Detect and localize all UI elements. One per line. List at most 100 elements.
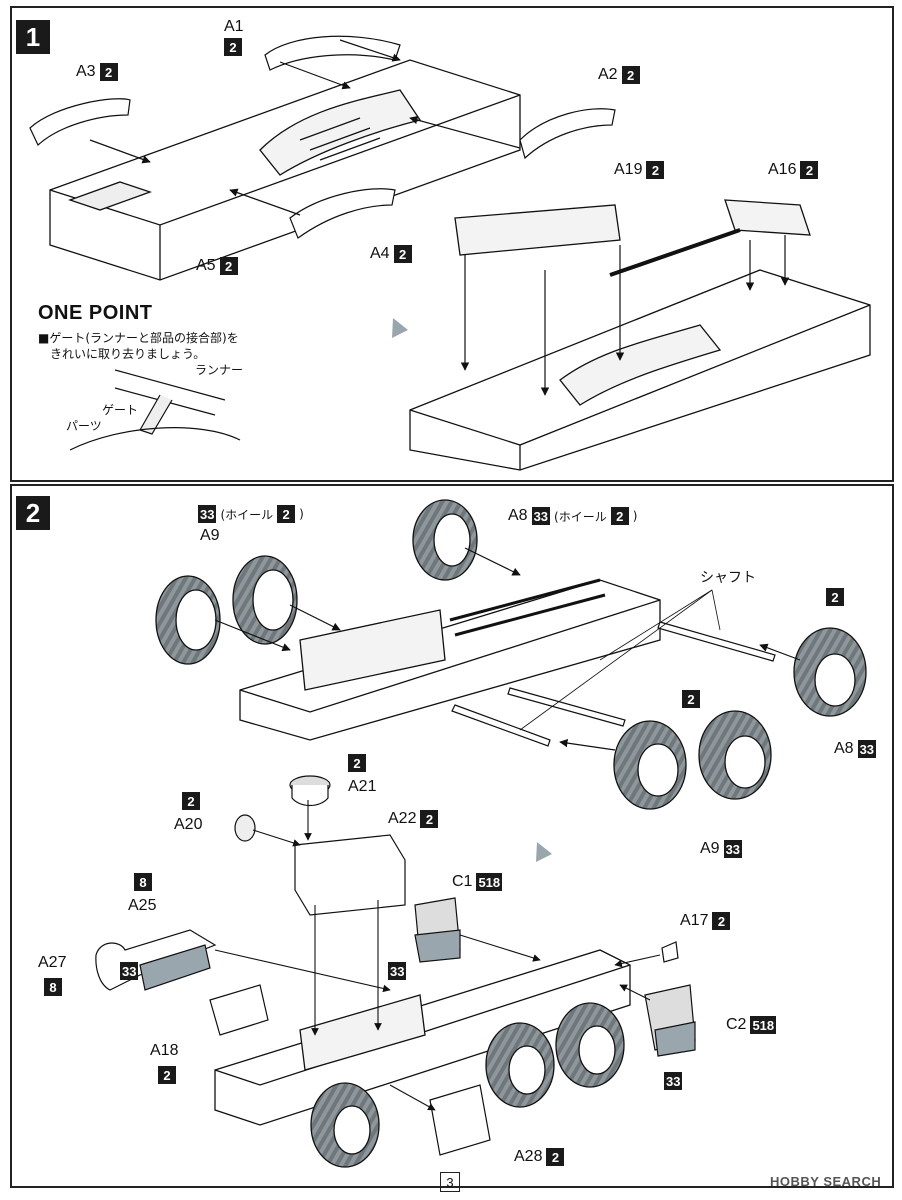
- part-number: A9: [700, 840, 720, 857]
- quantity-badge: 2: [219, 257, 238, 275]
- wheel-text: (ホイール: [220, 507, 274, 522]
- part-number: A3: [76, 63, 96, 80]
- quantity-badge: 2: [646, 161, 665, 179]
- label-a9-top: A9: [200, 527, 220, 545]
- label-a5: A5 2: [196, 257, 238, 275]
- step1-frame: [49, 59, 521, 281]
- quantity-badge: 2: [348, 754, 366, 772]
- label-a1: A1 2: [224, 18, 244, 56]
- color-badge: 518: [476, 873, 503, 891]
- step2-lower-wheels: [310, 1002, 625, 1168]
- color-badge: 33: [120, 962, 139, 980]
- part-number: A2: [598, 66, 618, 83]
- step2-arrow-down: [536, 842, 552, 862]
- quantity-badge: 8: [134, 873, 152, 891]
- quantity-badge: 2: [393, 245, 412, 263]
- quantity-badge: 2: [546, 1148, 565, 1166]
- part-number: A22: [388, 810, 417, 827]
- label-a20: 2 A20: [174, 792, 202, 834]
- label-a21: 2 A21: [348, 754, 376, 796]
- page-number: 3: [440, 1172, 460, 1192]
- part-number: C1: [452, 873, 473, 890]
- label-a17: A17 2: [680, 912, 731, 930]
- step1-assembled-frame: [409, 199, 871, 471]
- watermark-text: HOBBY SEARCH: [770, 1174, 882, 1189]
- step-2-panel: [10, 484, 894, 1188]
- part-number: A1: [224, 18, 244, 35]
- label-a16: A16 2: [768, 161, 819, 179]
- label-a18: A18 2: [150, 1042, 178, 1084]
- part-number: A16: [768, 161, 797, 178]
- onepoint-parts-label: パーツ: [66, 419, 102, 433]
- part-number: A27: [38, 954, 67, 971]
- step2-chassis-lower: [214, 949, 631, 1126]
- part-number: A8: [508, 507, 528, 524]
- label-a2: A2 2: [598, 66, 640, 84]
- color-badge: 33: [198, 505, 217, 523]
- label-a4: A4 2: [370, 245, 412, 263]
- part-number: A18: [150, 1042, 179, 1059]
- onepoint-title: ONE POINT: [38, 302, 153, 324]
- label-a19: A19 2: [614, 161, 665, 179]
- color-badge: 518: [750, 1016, 777, 1034]
- onepoint-line-2: きれいに取り去りましょう。: [50, 347, 206, 361]
- label-muffler-color: 33: [120, 962, 139, 980]
- quantity-badge: 2: [277, 505, 296, 523]
- onepoint-line-1: ■ゲート(ランナーと部品の接合部)を: [38, 331, 239, 345]
- label-wheel-note-left: 33 (ホイール 2 ): [198, 505, 304, 523]
- step2-shafts: [451, 621, 776, 747]
- quantity-badge: 2: [682, 690, 700, 708]
- quantity-badge: 2: [826, 588, 844, 606]
- label-right-qty: 2: [826, 588, 844, 606]
- part-number: A20: [174, 816, 203, 833]
- part-number: A8: [834, 740, 854, 757]
- color-badge: 33: [531, 507, 551, 525]
- label-c2-face-color: 33: [664, 1072, 683, 1090]
- label-a28: A28 2: [514, 1148, 565, 1166]
- color-badge: 33: [664, 1072, 683, 1090]
- label-a22: A22 2: [388, 810, 439, 828]
- step2-chassis-upper: [239, 578, 661, 741]
- quantity-badge: 2: [800, 161, 819, 179]
- label-a8-top: A8 33 (ホイール 2 ): [508, 507, 637, 525]
- step1-arrow-down: [392, 318, 408, 338]
- color-badge: 33: [388, 962, 407, 980]
- step-1-number: 1: [16, 20, 50, 54]
- label-a9-bottom: A9 33: [700, 840, 743, 858]
- quantity-badge: 2: [610, 507, 629, 525]
- quantity-badge: 2: [158, 1066, 176, 1084]
- label-c2: C2 518: [726, 1016, 777, 1034]
- label-shaft: シャフト: [700, 570, 756, 586]
- part-number: A4: [370, 245, 390, 262]
- part-number: A19: [614, 161, 643, 178]
- step2-parts: [95, 775, 696, 1156]
- part-number: A28: [514, 1148, 543, 1165]
- label-mid-qty: 2: [682, 690, 700, 708]
- wheel-text-close: ): [299, 507, 304, 521]
- quantity-badge: 2: [420, 810, 439, 828]
- part-number: A5: [196, 257, 216, 274]
- label-c1: C1 518: [452, 873, 503, 891]
- onepoint-sketch: [69, 369, 241, 451]
- step-2-number: 2: [16, 496, 50, 530]
- quantity-badge: 2: [712, 912, 731, 930]
- label-c1-face-color: 33: [388, 962, 407, 980]
- label-a8-right: A8 33: [834, 740, 877, 758]
- part-number: A17: [680, 912, 709, 929]
- part-number: A21: [348, 778, 377, 795]
- onepoint-gate-label: ゲート: [102, 403, 139, 417]
- step2-wheels: [155, 499, 867, 810]
- label-a27: A27 8: [38, 954, 66, 996]
- wheel-text-close: ): [632, 509, 638, 523]
- color-badge: 33: [857, 740, 877, 758]
- part-number: A9: [200, 527, 220, 544]
- label-a3: A3 2: [76, 63, 118, 81]
- quantity-badge: 2: [621, 66, 640, 84]
- onepoint-runner-label: ランナー: [195, 363, 244, 377]
- part-number: A25: [128, 897, 157, 914]
- step1-leaf-springs: [29, 35, 616, 239]
- quantity-badge: 2: [224, 38, 242, 56]
- quantity-badge: 2: [99, 63, 118, 81]
- wheel-text: (ホイール: [554, 509, 607, 524]
